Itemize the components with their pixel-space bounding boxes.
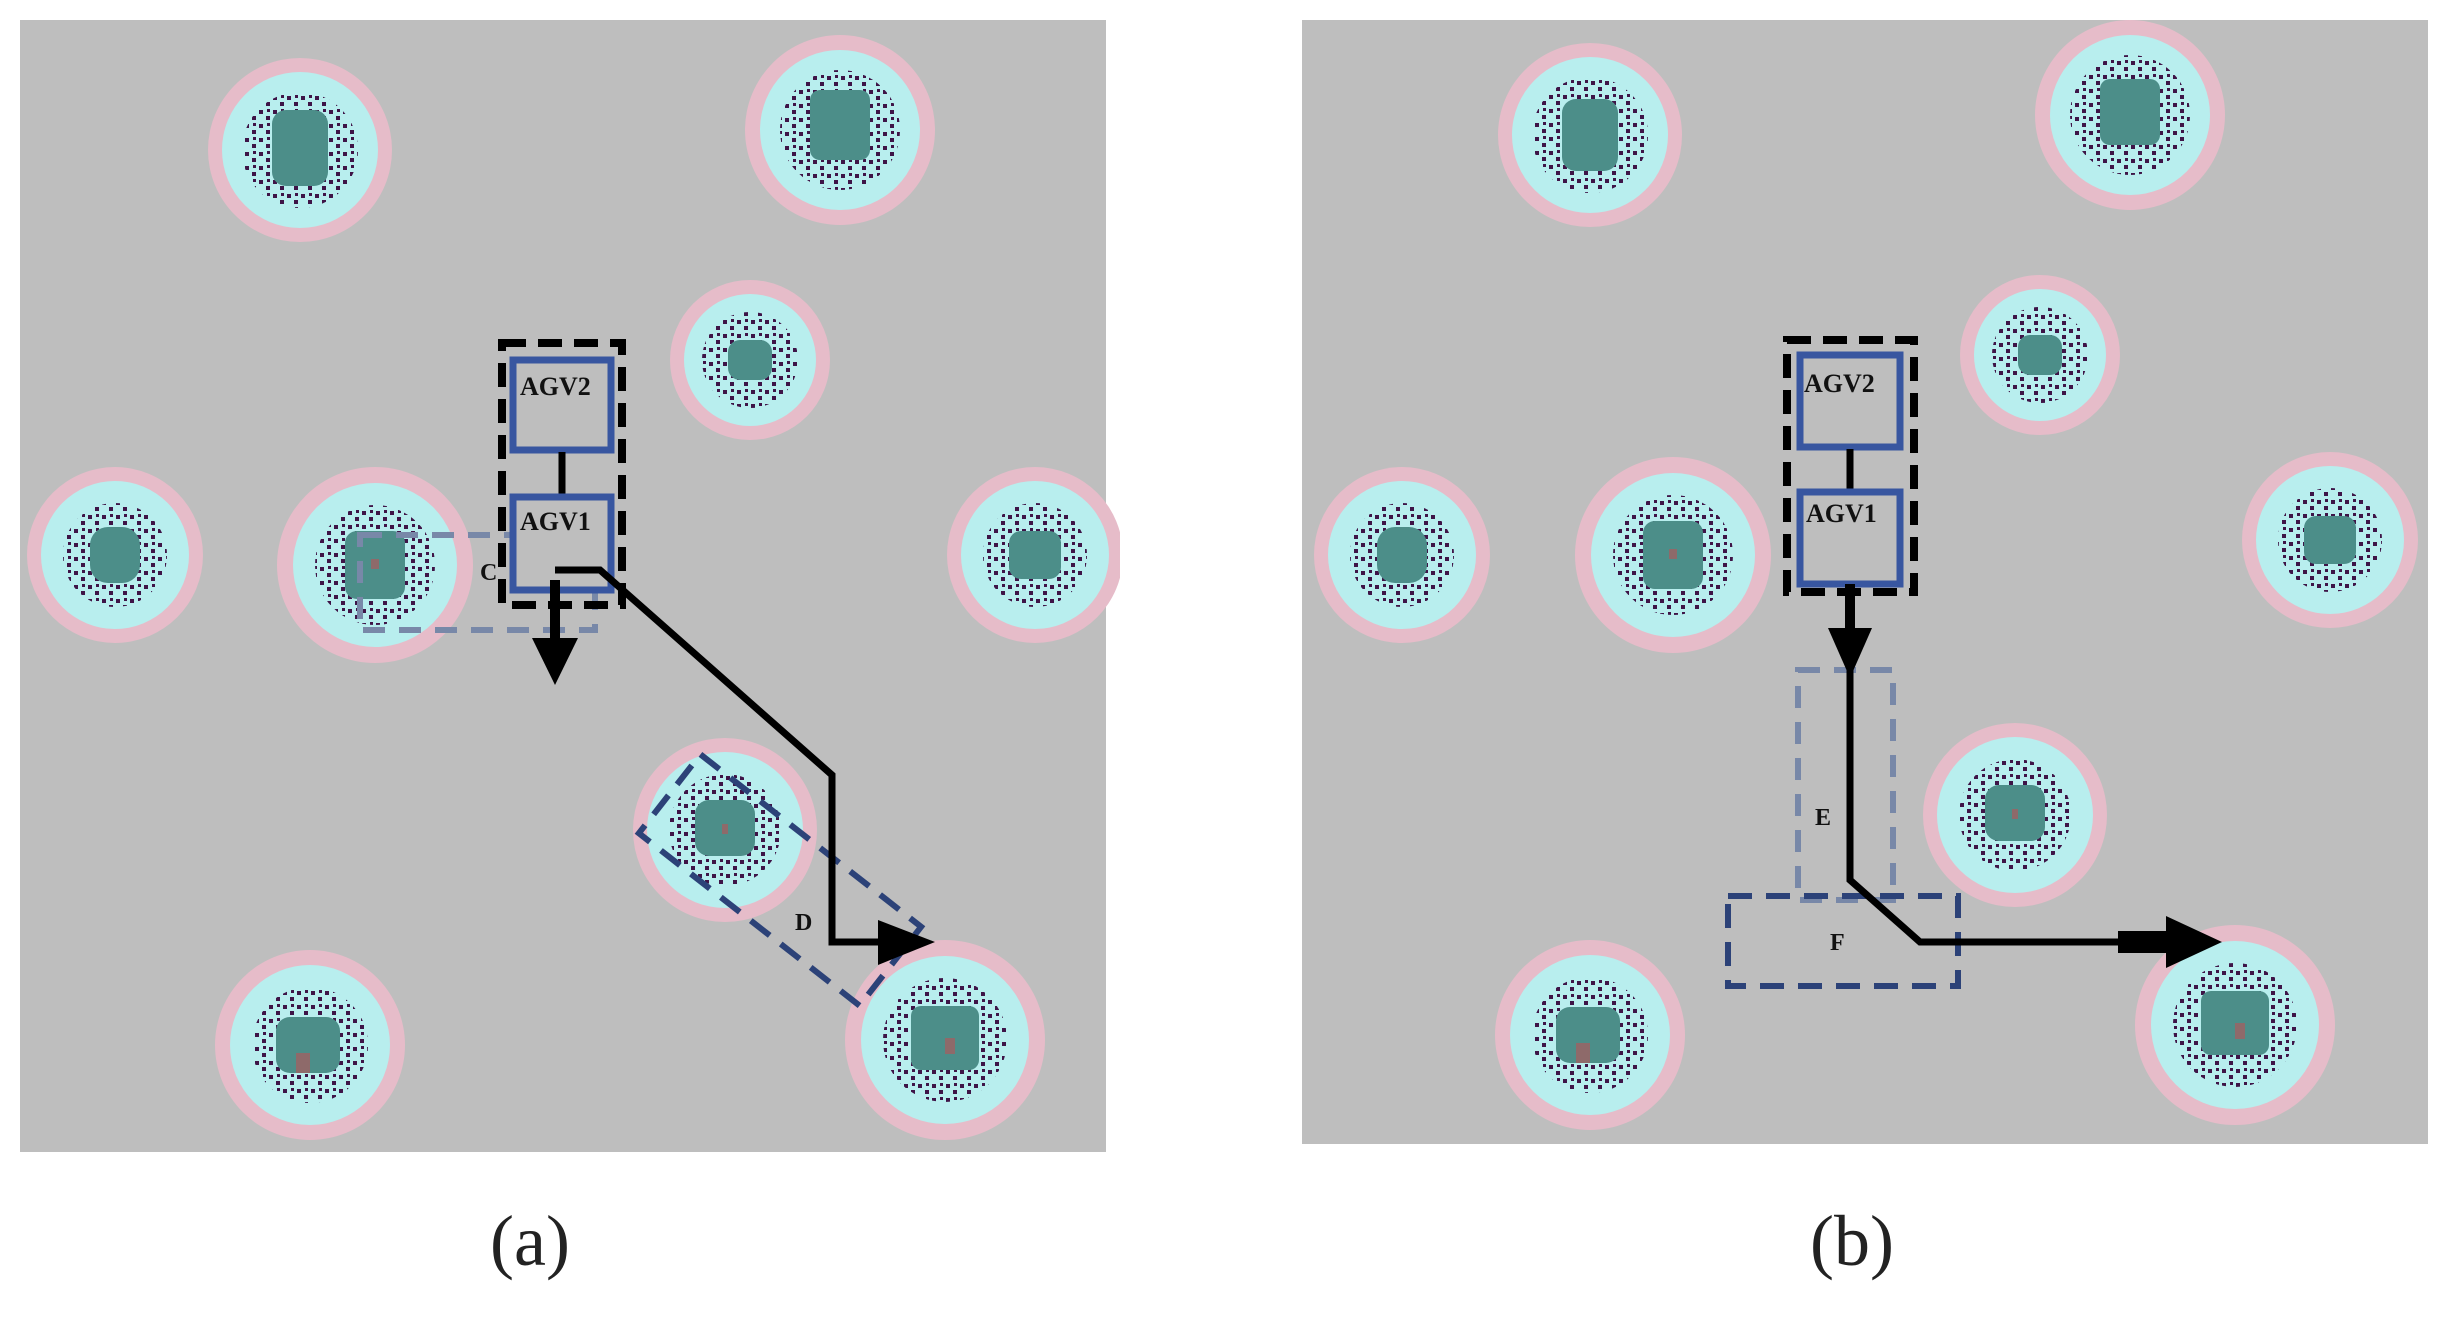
- obstacle: [1495, 940, 1685, 1130]
- planned-path: [555, 566, 880, 946]
- zone-c-box: [357, 532, 598, 633]
- arrow-head-right: [2166, 916, 2222, 968]
- agv-group-box: [498, 339, 626, 609]
- obstacle: [27, 467, 203, 643]
- obstacle: [208, 58, 392, 242]
- obstacle: [633, 738, 817, 922]
- obstacle-group: [1314, 20, 2418, 1130]
- zone-e-label: E: [1815, 805, 1831, 831]
- map-a: C D AGV2 AGV1: [20, 20, 1120, 1152]
- obstacle: [1314, 467, 1490, 643]
- path-thick-segment: [2118, 931, 2168, 953]
- obstacle: [1960, 275, 2120, 435]
- obstacle: [215, 950, 405, 1140]
- caption-a: (a): [490, 1201, 570, 1281]
- arrow-head-right: [878, 920, 935, 965]
- obstacle: [277, 467, 473, 663]
- arrow-head-down: [532, 638, 578, 685]
- agv2-box: [509, 356, 615, 454]
- agv1-label: AGV1: [1806, 499, 1877, 528]
- obstacle: [2242, 452, 2418, 628]
- panel-b: AGV2 AGV1 E F (b): [1290, 0, 2453, 1323]
- obstacle: [2035, 20, 2225, 210]
- obstacle: [947, 467, 1120, 643]
- obstacle: [1498, 43, 1682, 227]
- planned-path: [1846, 670, 2120, 946]
- obstacle: [845, 940, 1045, 1140]
- obstacle-group: [27, 35, 1120, 1140]
- agv2-label: AGV2: [1804, 369, 1875, 398]
- obstacle: [2135, 925, 2335, 1125]
- zone-c-label: C: [480, 560, 497, 586]
- agv1-box: [509, 493, 615, 594]
- caption-b: (b): [1810, 1201, 1894, 1281]
- agv2-label: AGV2: [520, 372, 591, 401]
- arrow-head-down: [1828, 628, 1872, 678]
- zone-d-label: D: [795, 910, 812, 936]
- zone-e-box: [1795, 667, 1896, 903]
- obstacle: [745, 35, 935, 225]
- map-b: AGV2 AGV1 E F: [1302, 20, 2428, 1144]
- obstacle: [1575, 457, 1771, 653]
- agv1-label: AGV1: [520, 507, 591, 536]
- agv2-box: [1796, 351, 1904, 451]
- panel-a: C D AGV2 AGV1 (a): [0, 0, 1120, 1323]
- obstacle: [670, 280, 830, 440]
- zone-f-label: F: [1830, 930, 1845, 956]
- obstacle: [1923, 723, 2107, 907]
